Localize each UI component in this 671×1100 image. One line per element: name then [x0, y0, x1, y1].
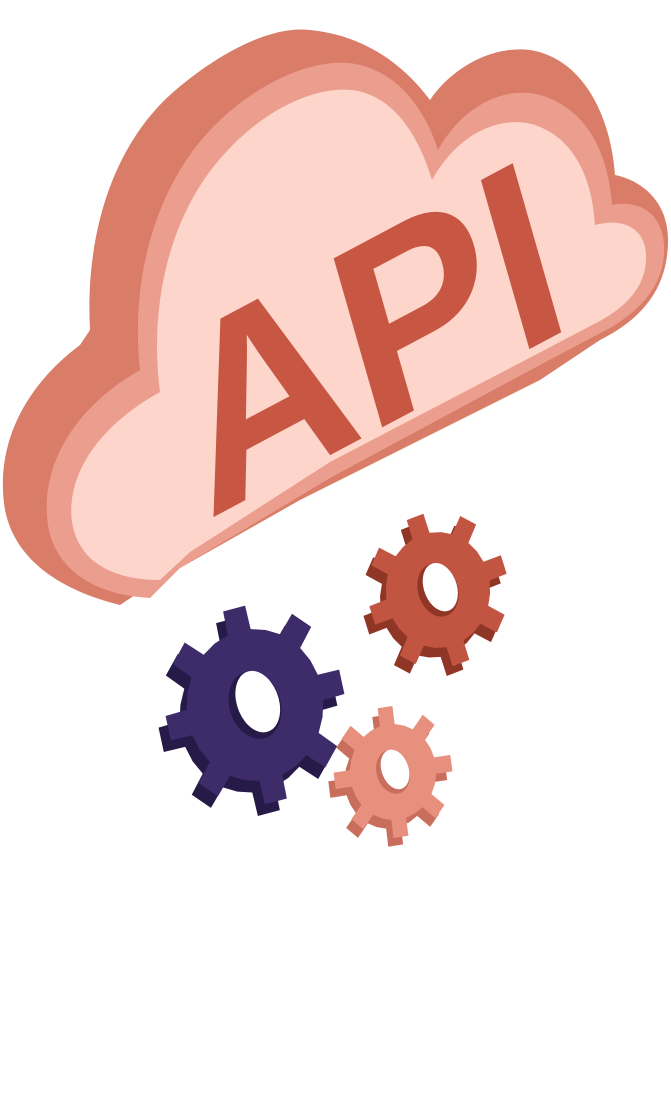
gear-hole — [235, 670, 281, 733]
gear-medium-red — [363, 513, 507, 676]
gear-large-purple — [158, 605, 345, 816]
gear-hole — [380, 749, 410, 790]
gear-hole — [422, 562, 458, 612]
cloud-face — [71, 89, 647, 580]
cloud-icon: API — [2, 29, 669, 605]
gear-small-pink — [328, 705, 453, 847]
